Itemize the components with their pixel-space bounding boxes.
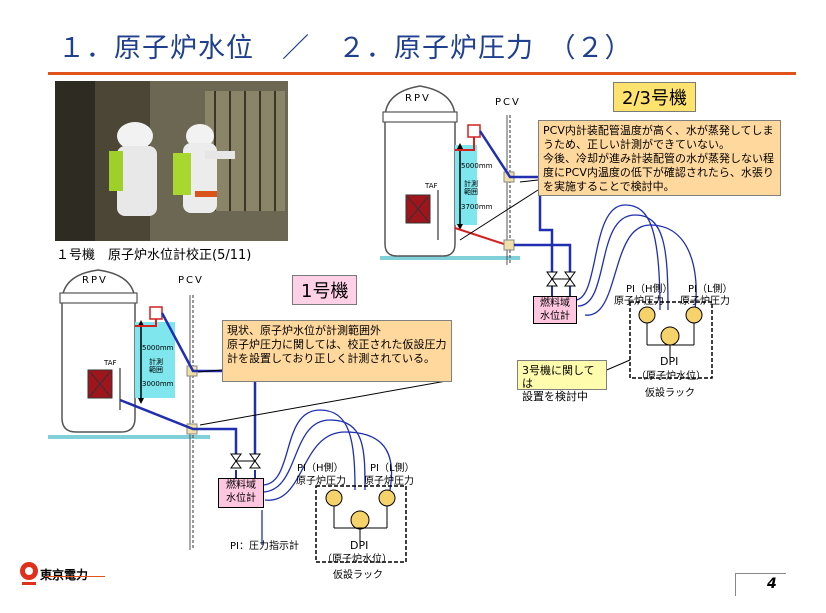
unit23-pi-h-label: PI（H側）	[626, 284, 673, 295]
unit23-pressure-l-label: 原子炉圧力	[680, 296, 730, 307]
unit23-dpi-desc: （原子炉水位）	[636, 371, 706, 382]
title-rule	[48, 72, 796, 75]
calibration-photo	[55, 81, 288, 241]
unit1-pi-l-label: PI（L側）	[370, 463, 415, 474]
unit1-pcv-label: PCV	[178, 275, 204, 286]
unit23-fuel-zone-meter: 燃料域 水位計	[533, 296, 577, 324]
unit1-label: 1号機	[292, 275, 358, 305]
unit1-taf-label: TAF	[104, 359, 117, 367]
slide-title: １．原子炉水位 ／ ２．原子炉圧力 （２）	[58, 33, 633, 64]
photo-caption: １号機 原子炉水位計校正(5/11)	[56, 248, 252, 263]
unit1-lower-dim: 3000mm	[142, 380, 174, 388]
unit1-pi-h-label: PI（H側）	[297, 463, 344, 474]
unit23-note: PCV内計装配管温度が高く、水が蒸発してしまうため、正しい計測ができていない。 …	[538, 120, 781, 196]
page-number-box	[735, 573, 786, 596]
unit1-dpi-desc: （原子炉水位）	[322, 554, 392, 565]
unit1-pressure-l-label: 原子炉圧力	[364, 476, 414, 487]
unit1-range-label: 計測 範囲	[149, 358, 163, 374]
unit23-pressure-h-label: 原子炉圧力	[614, 296, 664, 307]
company-logo-icon	[18, 560, 40, 590]
unit3-note: 3号機に関しては 設置を検討中	[517, 360, 607, 403]
unit1-rack-label: 仮設ラック	[333, 570, 383, 581]
footer-rule	[45, 576, 105, 577]
unit23-label: 2/3号機	[613, 82, 696, 112]
unit23-pcv-label: PCV	[495, 97, 521, 108]
unit23-schematic	[380, 85, 713, 379]
unit23-lower-dim: 3700mm	[461, 203, 493, 211]
unit1-pi-legend: PI：圧力指示計	[230, 541, 299, 552]
unit1-note: 現状、原子炉水位が計測範囲外 原子炉圧力に関しては、校正された仮設圧力計を設置し…	[222, 320, 452, 382]
unit1-pressure-h-label: 原子炉圧力	[296, 476, 346, 487]
unit23-dpi-label: DPI	[660, 355, 679, 368]
unit23-rpv-label: RPV	[405, 93, 431, 104]
unit23-pi-l-label: PI（L側）	[688, 284, 733, 295]
unit1-fuel-zone-meter: 燃料域 水位計	[218, 478, 264, 508]
page-number: 4	[767, 576, 777, 592]
unit23-taf-label: TAF	[425, 182, 438, 190]
unit23-rack-label: 仮設ラック	[645, 388, 695, 399]
unit1-rpv-label: RPV	[82, 275, 108, 286]
unit1-dpi-label: DPI	[350, 539, 369, 552]
company-name: 東京電力	[40, 568, 89, 582]
unit23-range-label: 計測 範囲	[464, 180, 478, 196]
unit1-upper-dim: 5000mm	[142, 344, 174, 352]
unit23-upper-dim: 5000mm	[461, 162, 493, 170]
unit1-schematic	[48, 269, 407, 563]
